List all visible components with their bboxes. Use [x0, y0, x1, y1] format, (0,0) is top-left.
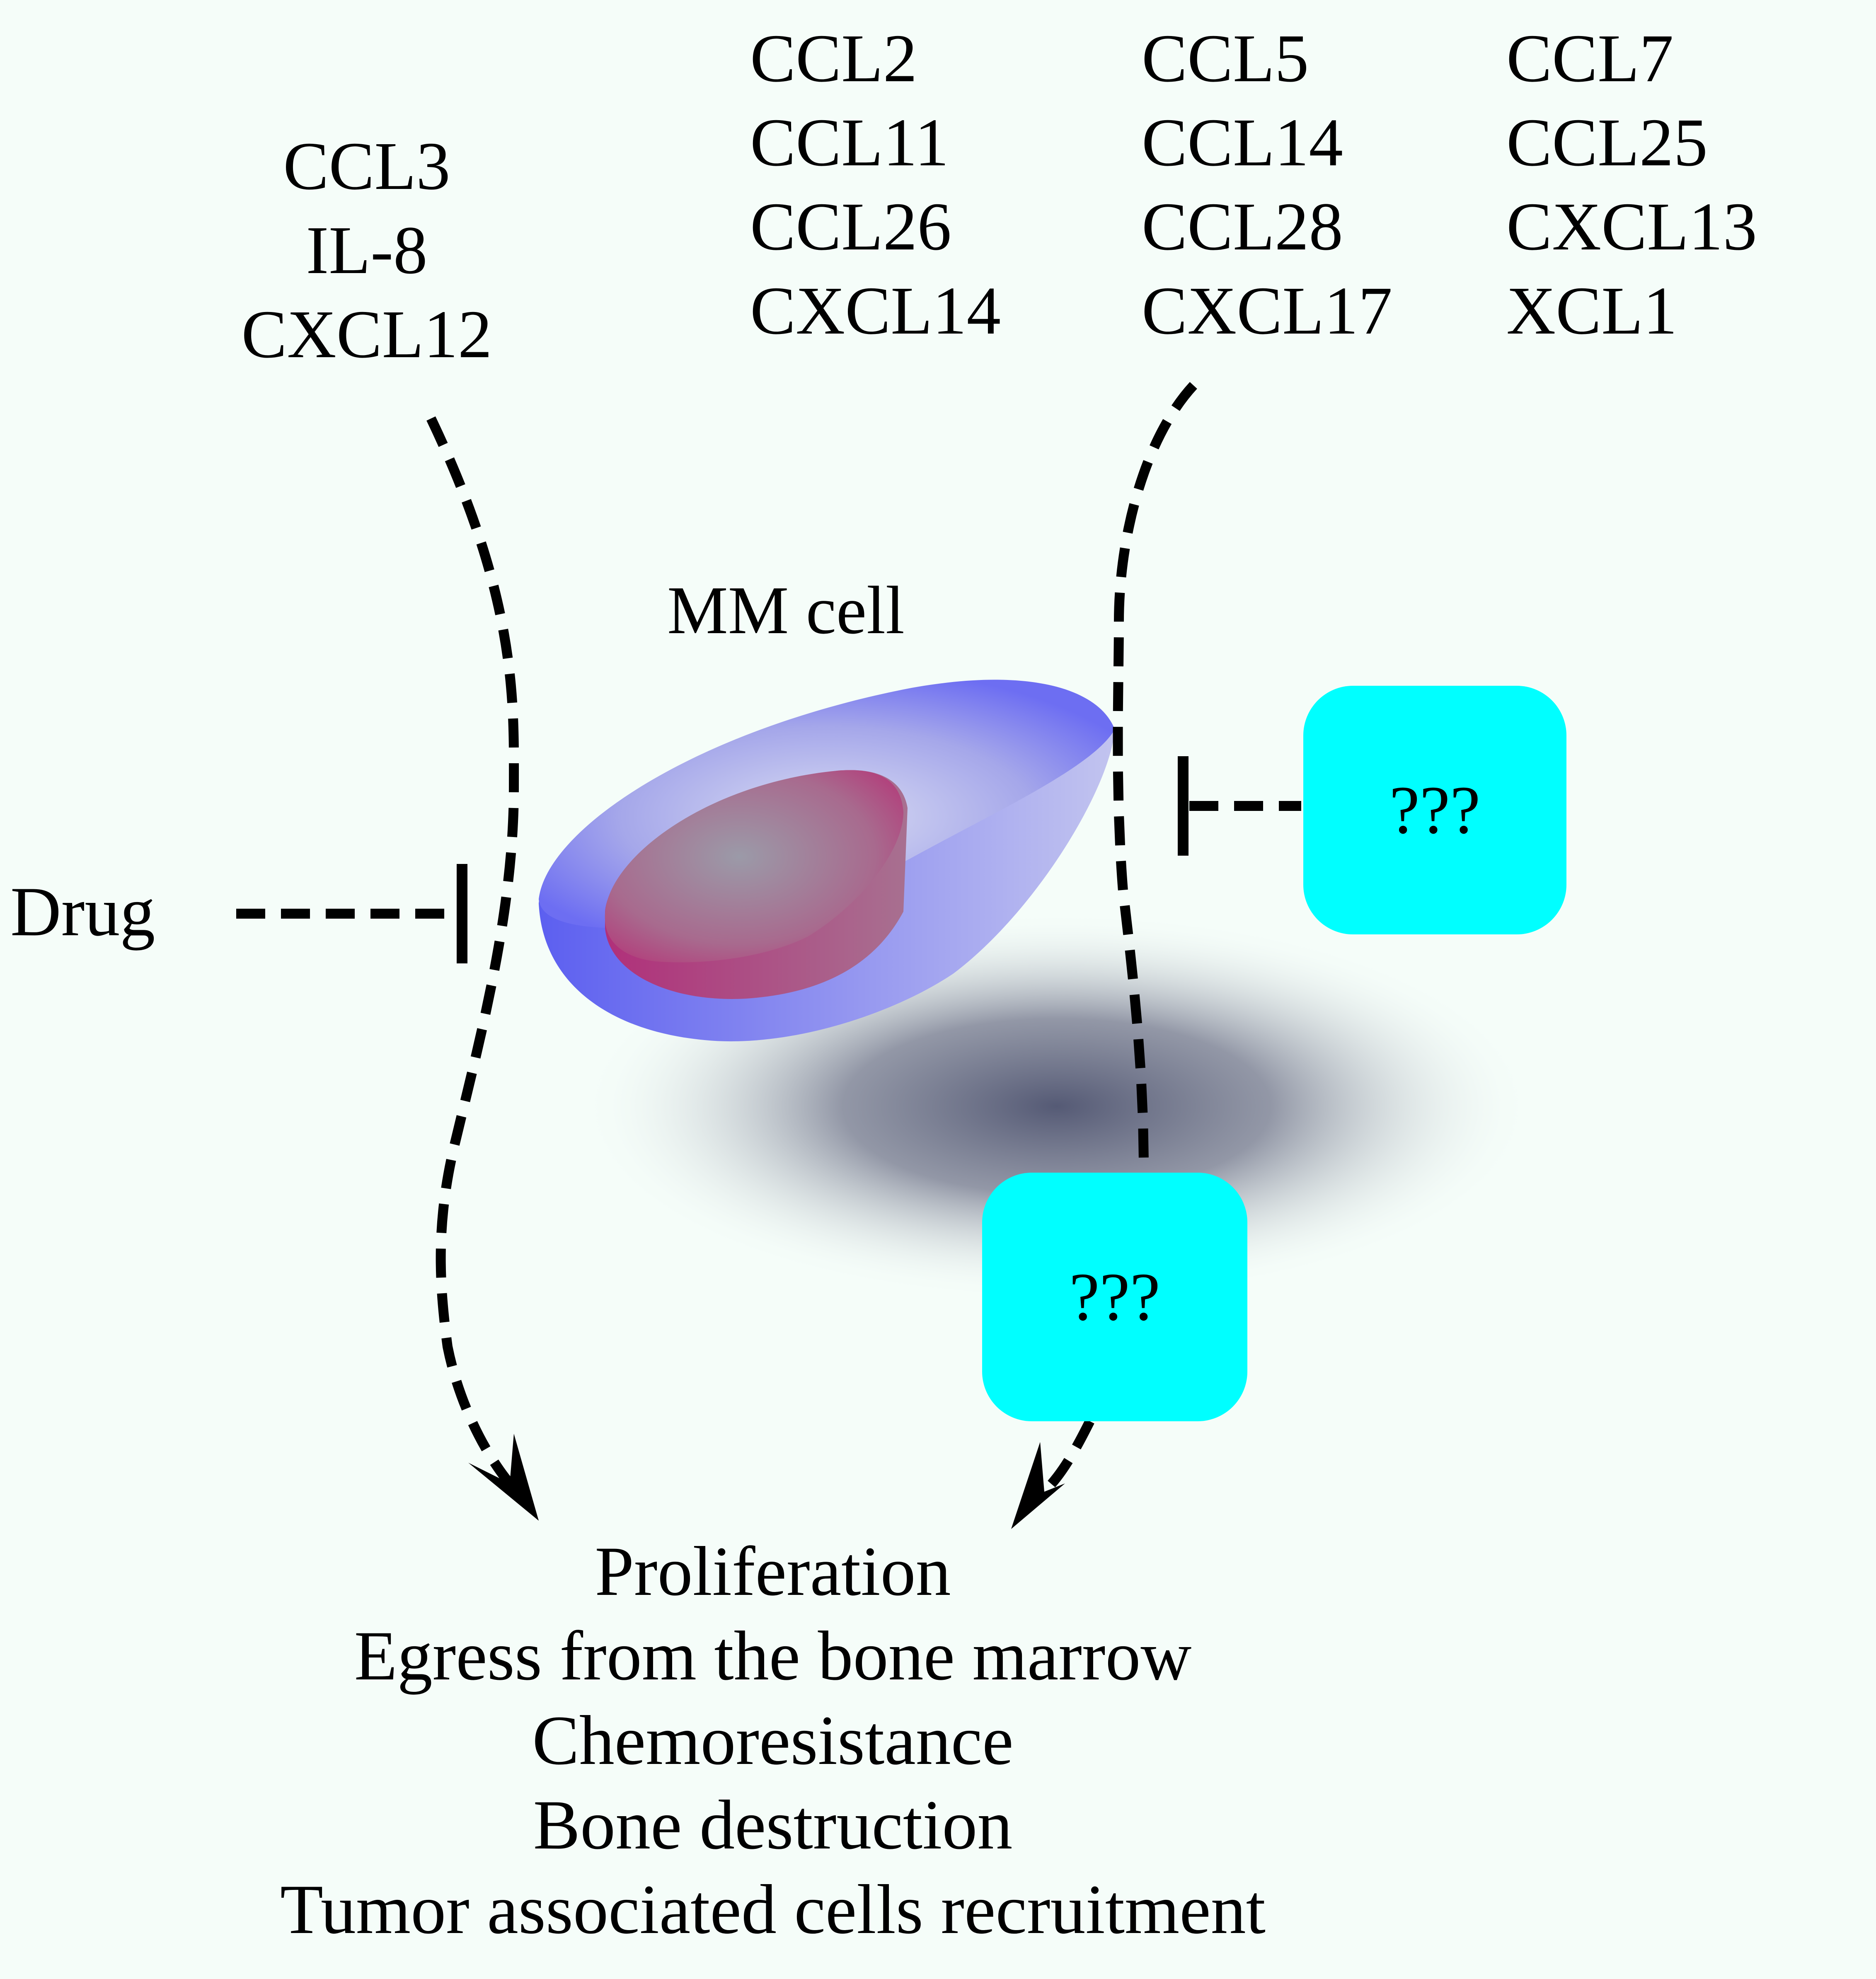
right-arrowhead	[1011, 1442, 1065, 1529]
mm-cell-label: MM cell	[667, 572, 905, 648]
left-arrowhead	[468, 1434, 539, 1521]
box-to-outcomes-arrow	[1041, 1419, 1094, 1495]
chemokine-label: CCL11	[750, 104, 949, 180]
outcome-item: Bone destruction	[533, 1786, 1013, 1864]
outcome-item: Tumor associated cells recruitment	[280, 1870, 1266, 1948]
outcome-item: Egress from the bone marrow	[354, 1617, 1192, 1695]
drug-label: Drug	[10, 873, 155, 951]
chemokine-label: IL-8	[306, 212, 428, 288]
chemokine-label: CXCL12	[241, 296, 492, 372]
outcome-list: Proliferation Egress from the bone marro…	[0, 1529, 1546, 1952]
outcome-item: Chemoresistance	[532, 1701, 1014, 1779]
outcome-item: Proliferation	[595, 1532, 951, 1610]
right-pathway-line	[1113, 382, 1197, 1173]
chemokine-label: CXCL13	[1506, 188, 1757, 264]
unknown-inhibitor-label: ???	[1389, 772, 1481, 848]
unknown-mediator-label: ???	[1069, 1259, 1160, 1335]
chemokine-column-3: CCL7 CCL25 CXCL13 XCL1	[1506, 17, 1757, 353]
chemokine-label: CCL28	[1142, 188, 1343, 264]
chemokine-label: CCL3	[283, 128, 450, 204]
chemokine-label: CCL26	[750, 188, 951, 264]
chemokine-label: CCL5	[1142, 20, 1309, 96]
chemokine-column-1: CCL2 CCL11 CCL26 CXCL14	[750, 17, 1001, 353]
unknown-inhibitor-box: ???	[1303, 686, 1566, 934]
chemokine-label: CXCL14	[750, 272, 1001, 348]
left-chemokine-list: CCL3 IL-8 CXCL12	[186, 124, 547, 377]
chemokine-label: CCL14	[1142, 104, 1343, 180]
chemokine-label: XCL1	[1506, 272, 1678, 348]
chemokine-label: CCL25	[1506, 104, 1708, 180]
chemokine-column-2: CCL5 CCL14 CCL28 CXCL17	[1142, 17, 1392, 353]
chemokine-label: CCL2	[750, 20, 917, 96]
left-pathway-arrow	[426, 416, 519, 1487]
chemokine-label: CXCL17	[1142, 272, 1393, 348]
mm-cell-illustration	[539, 680, 1115, 1042]
chemokine-label: CCL7	[1506, 20, 1674, 96]
unknown-mediator-box: ???	[982, 1173, 1247, 1421]
